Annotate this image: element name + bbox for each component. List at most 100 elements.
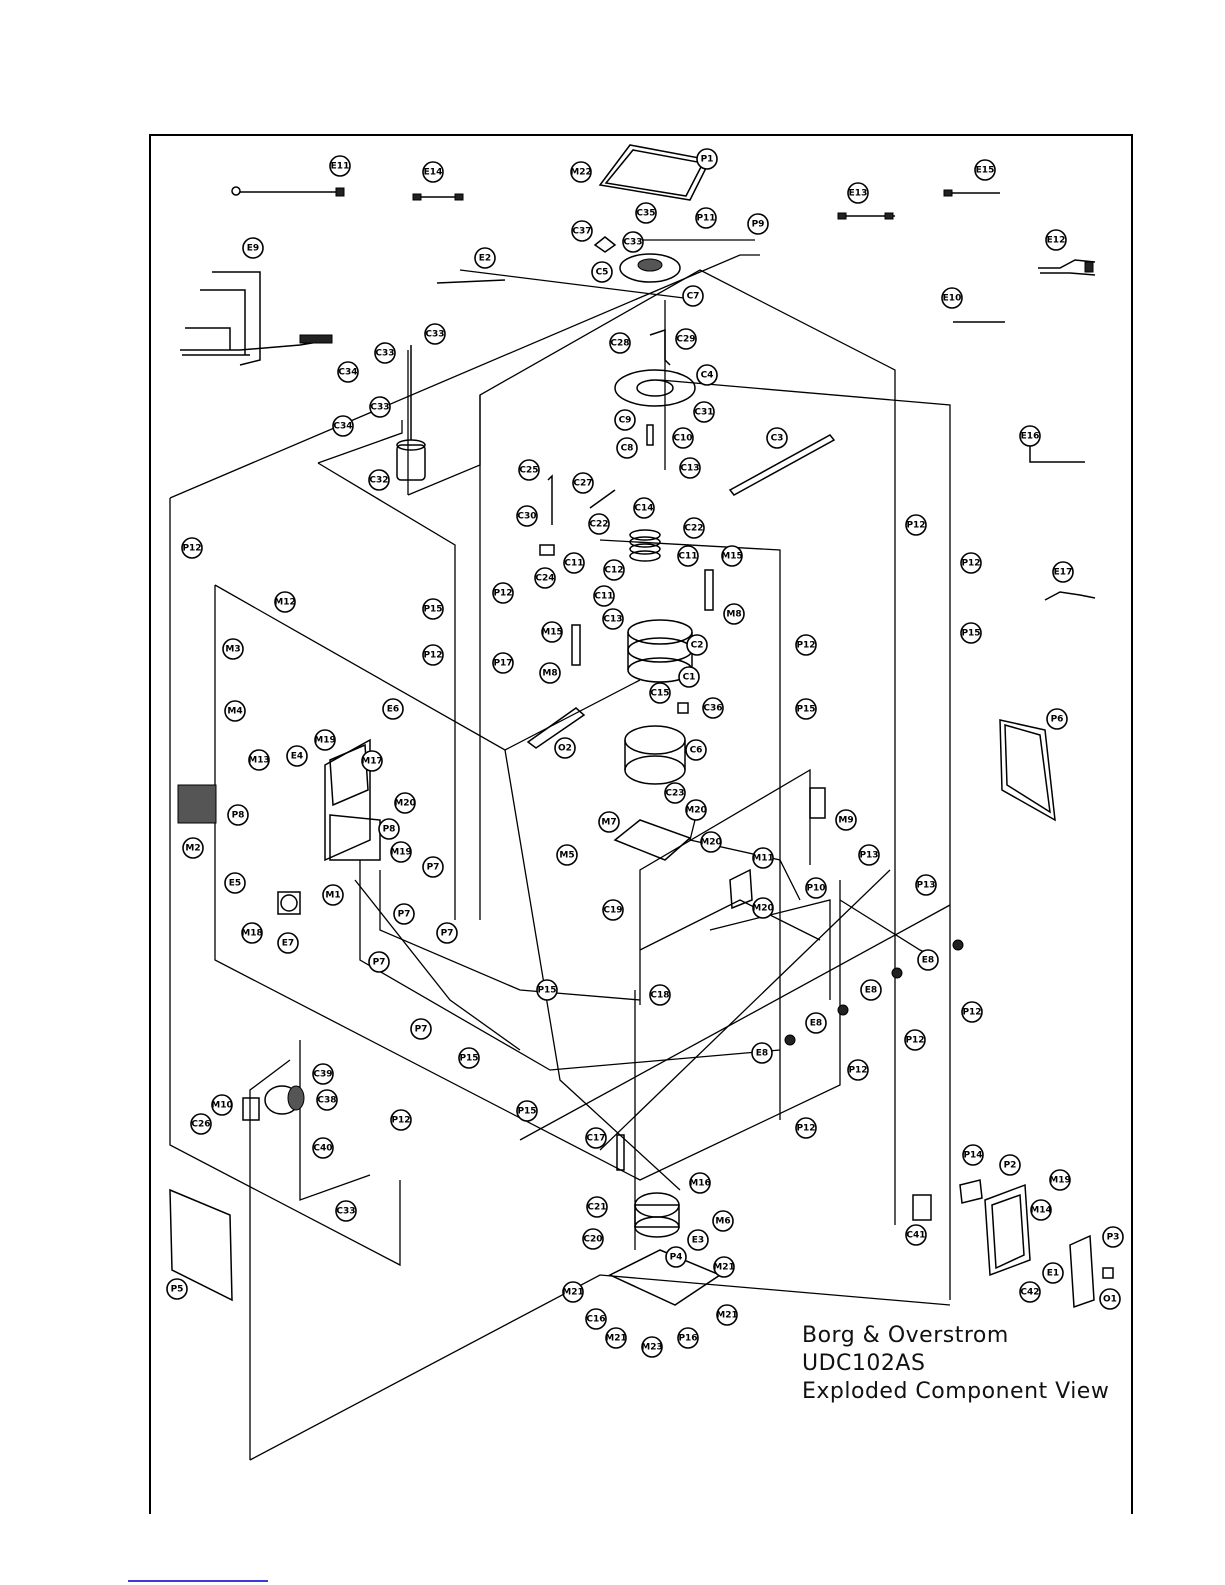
callout-label: P12 <box>962 1008 981 1018</box>
callout-label: P12 <box>182 544 201 554</box>
callout-circle <box>858 844 880 866</box>
callout-c33: C33 <box>424 323 446 345</box>
callout-label: P6 <box>1051 715 1064 725</box>
callout-label: P12 <box>493 589 512 599</box>
callout-label: C35 <box>636 209 655 219</box>
callout-m20: M20 <box>685 799 707 821</box>
callout-e4: E4 <box>286 745 308 767</box>
callout-label: C9 <box>619 416 632 426</box>
callout-circle <box>516 505 538 527</box>
callout-circle <box>424 323 446 345</box>
callout-label: E11 <box>331 162 350 172</box>
callout-p9: P9 <box>747 213 769 235</box>
callout-circle <box>335 1200 357 1222</box>
callout-c31: C31 <box>693 401 715 423</box>
footer-link-underline[interactable] <box>128 1580 268 1582</box>
callout-label: C11 <box>678 552 697 562</box>
callout-circle <box>369 396 391 418</box>
callout-label: C31 <box>694 408 713 418</box>
callout-circle <box>436 922 458 944</box>
callout-label: E12 <box>1047 236 1066 246</box>
callout-label: C2 <box>691 641 704 651</box>
callout-p12: P12 <box>422 644 444 666</box>
callout-label: C23 <box>665 789 684 799</box>
callout-p15: P15 <box>960 622 982 644</box>
callout-label: M19 <box>1049 1176 1070 1186</box>
callout-m20: M20 <box>700 831 722 853</box>
callout-c5: C5 <box>591 261 613 283</box>
callout-label: E2 <box>479 254 491 264</box>
callout-label: C33 <box>370 403 389 413</box>
callout-circle <box>224 700 246 722</box>
callout-p12: P12 <box>961 1001 983 1023</box>
callout-circle <box>1019 1281 1041 1303</box>
callout-circle <box>516 1100 538 1122</box>
callout-p12: P12 <box>795 634 817 656</box>
callout-circle <box>474 247 496 269</box>
callout-label: P3 <box>1107 1233 1120 1243</box>
callout-p7: P7 <box>422 856 444 878</box>
callout-label: P16 <box>678 1334 697 1344</box>
callout-label: C34 <box>338 368 357 378</box>
callout-p15: P15 <box>516 1100 538 1122</box>
callout-label: C38 <box>317 1096 336 1106</box>
callout-circle <box>1046 708 1068 730</box>
callout-circle <box>649 682 671 704</box>
callout-circle <box>795 634 817 656</box>
callout-label: P7 <box>427 863 440 873</box>
callout-m22: M22 <box>570 161 592 183</box>
callout-p11: P11 <box>695 207 717 229</box>
callout-circle <box>1045 229 1067 251</box>
callout-m14: M14 <box>1030 1199 1052 1221</box>
callout-m17: M17 <box>361 750 383 772</box>
callout-circle <box>695 207 717 229</box>
callout-p8: P8 <box>227 804 249 826</box>
callout-e8: E8 <box>805 1012 827 1034</box>
callout-c11: C11 <box>677 545 699 567</box>
callout-m21: M21 <box>562 1281 584 1303</box>
callout-label: C34 <box>333 422 352 432</box>
callout-circle <box>805 877 827 899</box>
callout-circle <box>917 949 939 971</box>
callout-circle <box>795 1117 817 1139</box>
callout-label: E1 <box>1047 1269 1059 1279</box>
callout-circle <box>605 1327 627 1349</box>
callout-c26: C26 <box>190 1113 212 1135</box>
callout-circle <box>723 603 745 625</box>
callout-circle <box>368 951 390 973</box>
callout-circle <box>286 745 308 767</box>
callout-circle <box>492 582 514 604</box>
callout-label: P7 <box>398 910 411 920</box>
callout-e12: E12 <box>1045 229 1067 251</box>
callout-label: M19 <box>390 848 411 858</box>
callout-circle <box>835 809 857 831</box>
callout-circle <box>572 472 594 494</box>
callout-c27: C27 <box>572 472 594 494</box>
callout-label: P8 <box>232 811 245 821</box>
callout-circle <box>682 285 704 307</box>
callout-circle <box>556 844 578 866</box>
callout-label: C39 <box>313 1070 332 1080</box>
title-model: UDC102AS <box>802 1351 926 1376</box>
callout-circle <box>211 1094 233 1116</box>
callout-e10: E10 <box>941 287 963 309</box>
callout-label: E8 <box>810 1019 822 1029</box>
callout-label: E13 <box>849 189 868 199</box>
callout-c33: C33 <box>335 1200 357 1222</box>
callout-label: P17 <box>493 659 512 669</box>
callout-label: E15 <box>976 166 995 176</box>
callout-p7: P7 <box>436 922 458 944</box>
callout-circle <box>752 897 774 919</box>
callout-circle <box>332 415 354 437</box>
callout-label: M15 <box>721 552 742 562</box>
callout-c22: C22 <box>588 513 610 535</box>
callout-label: E8 <box>865 986 877 996</box>
callout-label: C3 <box>771 434 784 444</box>
callout-circle <box>962 1144 984 1166</box>
callout-m16: M16 <box>689 1172 711 1194</box>
callout-circle <box>422 161 444 183</box>
callout-label: C5 <box>596 268 609 278</box>
callout-c32: C32 <box>368 469 390 491</box>
callout-circle <box>1102 1226 1124 1248</box>
callout-circle <box>683 517 705 539</box>
